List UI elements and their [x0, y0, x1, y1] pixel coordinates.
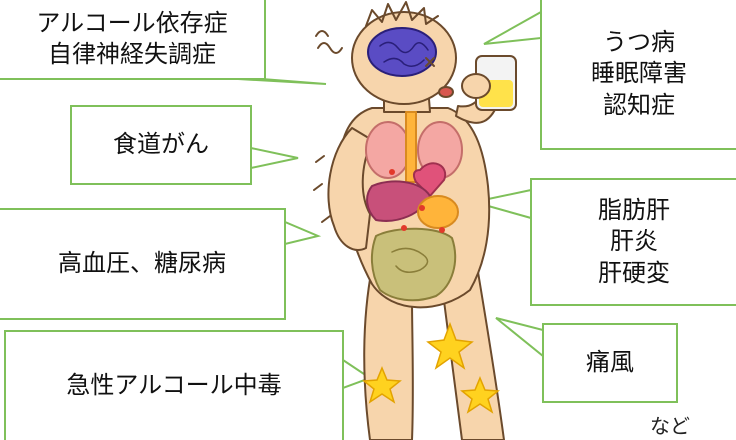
- left-arm: [327, 127, 373, 251]
- stomach: [417, 195, 459, 229]
- label-depression: うつ病: [603, 28, 675, 57]
- callout-mental-health: うつ病 睡眠障害 認知症: [540, 0, 736, 150]
- label-esophageal-cancer: 食道がん: [113, 130, 209, 159]
- pointer-mental: [483, 10, 542, 45]
- label-hypertension-diabetes: 高血圧、糖尿病: [58, 249, 226, 278]
- person: [313, 1, 517, 440]
- label-cirrhosis: 肝硬変: [598, 258, 670, 287]
- liver: [366, 180, 431, 222]
- intestines: [370, 227, 457, 302]
- callout-acute-alcohol-poisoning: 急性アルコール中毒: [4, 330, 344, 440]
- star-right-ankle: [460, 376, 500, 414]
- star-left-ankle: [362, 366, 402, 404]
- label-sleep-disorder: 睡眠障害: [591, 59, 687, 88]
- label-dementia: 認知症: [603, 90, 675, 119]
- esophagus: [405, 111, 417, 183]
- eye-mark: [425, 57, 435, 67]
- label-hepatitis: 肝炎: [610, 227, 658, 256]
- callout-esophageal-cancer: 食道がん: [70, 105, 252, 185]
- lungs: [365, 121, 411, 179]
- callout-gout: 痛風: [542, 323, 678, 403]
- star-knee: [426, 321, 474, 370]
- dizzy-swirl: [315, 30, 343, 54]
- callout-alcohol-dependence: アルコール依存症 自律神経失調症: [0, 0, 266, 80]
- label-autonomic-dysfunction: 自律神経失調症: [48, 40, 216, 68]
- label-acute-alcohol-poisoning: 急性アルコール中毒: [66, 371, 282, 400]
- label-fatty-liver: 脂肪肝: [598, 196, 670, 225]
- pointer-esophagus: [250, 146, 299, 170]
- note-etc: など: [650, 414, 690, 438]
- label-gout: 痛風: [586, 348, 634, 377]
- callout-hypertension: 高血圧、糖尿病: [0, 208, 286, 320]
- label-alcohol-dependence: アルコール依存症: [36, 8, 228, 37]
- hair: [365, 1, 439, 27]
- pointer-hypertension: [284, 220, 322, 246]
- callout-liver-disease: 脂肪肝 肝炎 肝硬変: [530, 178, 736, 306]
- pain-stars: [362, 321, 500, 414]
- pointer-gout: [495, 317, 544, 359]
